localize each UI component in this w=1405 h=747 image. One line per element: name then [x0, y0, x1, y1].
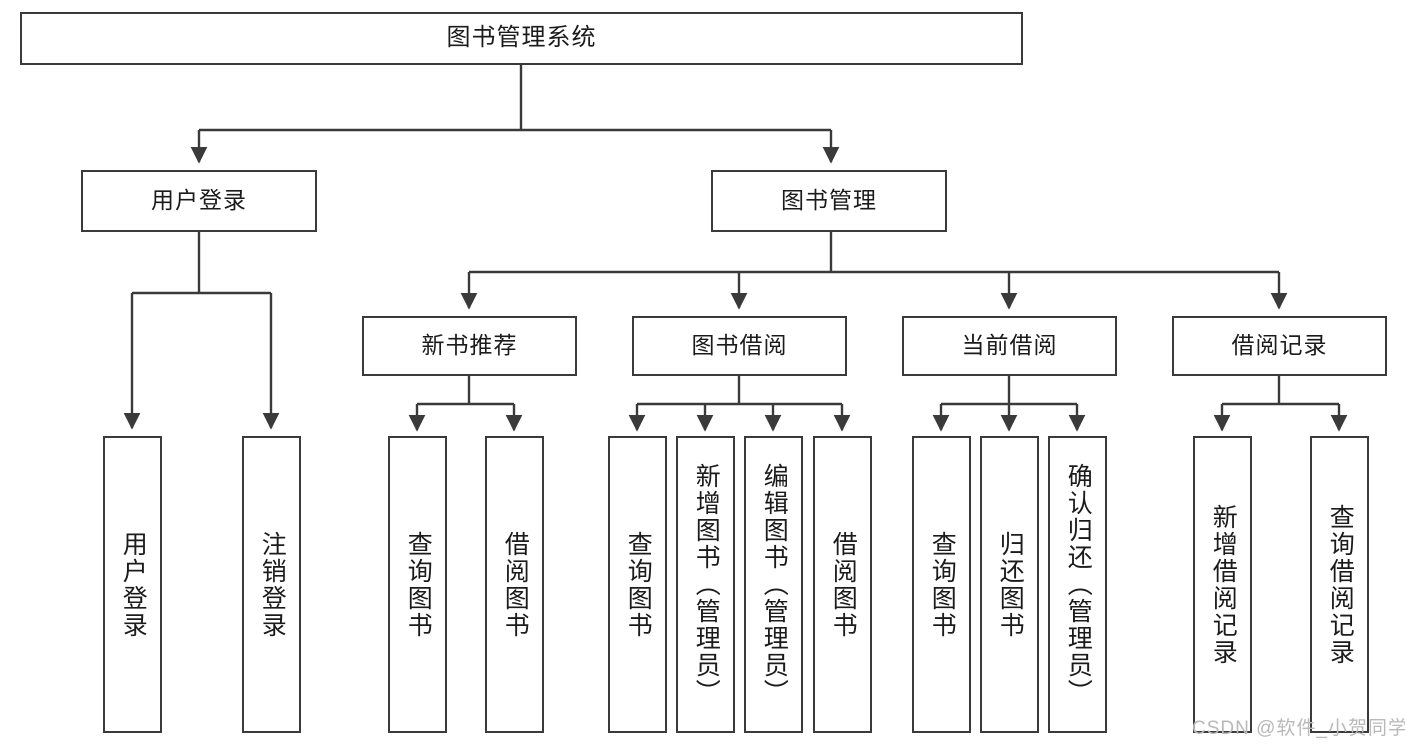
node-label: 查询图书 — [624, 530, 653, 639]
node-leaf-edit-book-admin[interactable]: 编辑图书（管理员） — [744, 436, 803, 733]
node-leaf-query-borrow-record[interactable]: 查询借阅记录 — [1310, 436, 1369, 733]
node-label: 新增图书（管理员） — [692, 463, 721, 706]
node-root-book-management-system[interactable]: 图书管理系统 — [20, 12, 1023, 65]
node-borrow-record[interactable]: 借阅记录 — [1172, 316, 1387, 376]
node-leaf-return-book[interactable]: 归还图书 — [980, 436, 1039, 733]
node-label: 归还图书 — [996, 530, 1025, 639]
node-leaf-add-borrow-record[interactable]: 新增借阅记录 — [1193, 436, 1252, 733]
node-label: 新书推荐 — [421, 332, 518, 359]
node-label: 图书管理 — [781, 187, 877, 214]
node-label: 借阅图书 — [501, 530, 530, 639]
node-label: 查询图书 — [404, 530, 433, 639]
node-current-borrow[interactable]: 当前借阅 — [902, 316, 1117, 376]
node-leaf-query-book-current[interactable]: 查询图书 — [912, 436, 971, 733]
node-label: 新增借阅记录 — [1209, 503, 1238, 666]
node-label: 借阅记录 — [1231, 332, 1328, 359]
node-leaf-borrow-book-new[interactable]: 借阅图书 — [485, 436, 544, 733]
csdn-watermark: CSDN @软件_小贺同学 — [1192, 718, 1405, 739]
node-book-borrow[interactable]: 图书借阅 — [632, 316, 847, 376]
node-label: 查询图书 — [928, 530, 957, 639]
node-leaf-user-login[interactable]: 用户登录 — [103, 436, 162, 733]
node-label: 图书借阅 — [691, 332, 788, 359]
node-label: 查询借阅记录 — [1326, 503, 1355, 666]
node-leaf-borrow-book[interactable]: 借阅图书 — [813, 436, 872, 733]
node-label: 注销登录 — [258, 530, 287, 639]
node-label: 确认归还（管理员） — [1064, 463, 1093, 706]
node-leaf-logout[interactable]: 注销登录 — [242, 436, 301, 733]
node-leaf-add-book-admin[interactable]: 新增图书（管理员） — [676, 436, 735, 733]
node-book-management[interactable]: 图书管理 — [711, 170, 947, 232]
node-label: 图书管理系统 — [446, 24, 597, 52]
node-leaf-query-book-new[interactable]: 查询图书 — [388, 436, 447, 733]
node-user-login[interactable]: 用户登录 — [81, 170, 317, 232]
node-leaf-query-book-borrow[interactable]: 查询图书 — [608, 436, 667, 733]
node-label: 编辑图书（管理员） — [760, 463, 789, 706]
node-label: 借阅图书 — [829, 530, 858, 639]
node-label: 当前借阅 — [961, 332, 1058, 359]
node-leaf-confirm-return-admin[interactable]: 确认归还（管理员） — [1048, 436, 1107, 733]
node-new-book-recommend[interactable]: 新书推荐 — [362, 316, 577, 376]
node-label: 用户登录 — [119, 530, 148, 639]
node-label: 用户登录 — [151, 187, 247, 214]
